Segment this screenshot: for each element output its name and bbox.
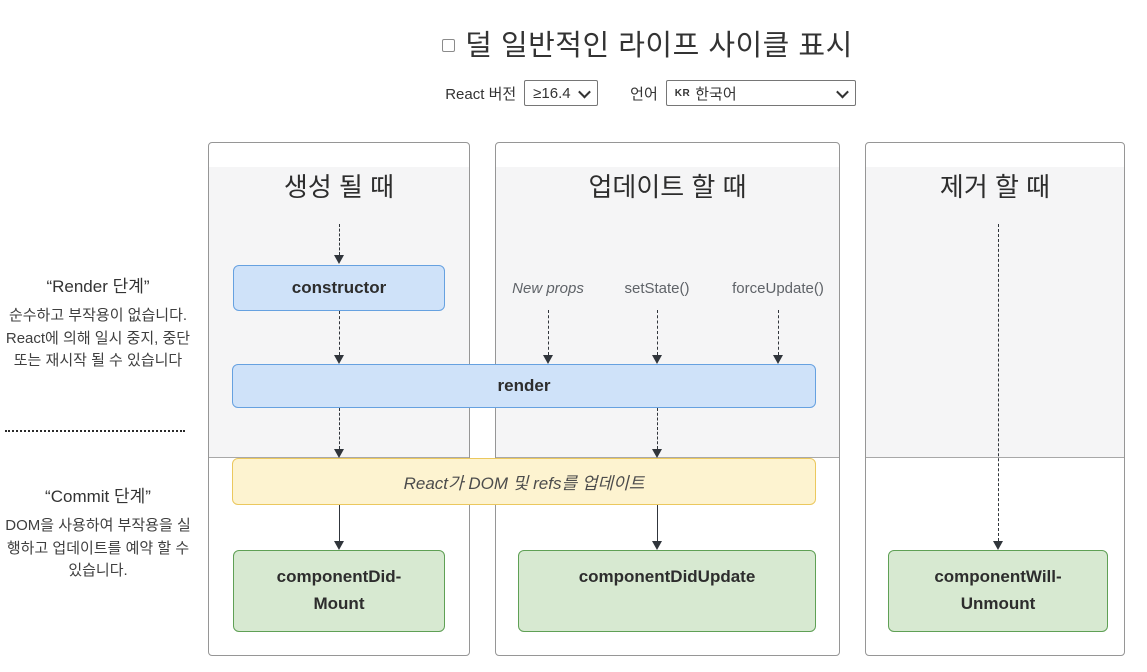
componentdidmount-box[interactable]: componentDid- Mount — [233, 550, 445, 632]
arrow-constructor-to-render — [333, 311, 345, 364]
arrow-mount-to-constructor — [333, 224, 345, 264]
column-title-updating: 업데이트 할 때 — [588, 172, 747, 202]
language-label: 언어 — [630, 85, 658, 103]
arrow-forceupdate-to-render — [772, 310, 784, 364]
controls-row: React 버전 ≥16.4 언어 KR 한국어 — [77, 80, 1147, 106]
componentdidupdate-box[interactable]: componentDidUpdate — [518, 550, 816, 632]
arrow-newprops-to-render — [542, 310, 554, 364]
render-phase-description: 순수하고 부작용이 없습니다. React에 의해 일시 중지, 중단 또는 재… — [5, 307, 191, 369]
title-row: 덜 일반적인 라이프 사이클 표시 — [74, 22, 1147, 64]
componentwillunmount-box[interactable]: componentWill- Unmount — [888, 550, 1108, 632]
language-select[interactable]: KR 한국어 — [665, 80, 856, 106]
componentwillunmount-line2: Unmount — [960, 594, 1036, 613]
render-phase-region: 제거 할 때 — [866, 167, 1124, 458]
column-title-unmounting: 제거 할 때 — [939, 172, 1051, 202]
phase-divider-dotted-line — [5, 430, 185, 432]
componentdidupdate-line1: componentDidUpdate — [578, 567, 756, 586]
show-less-common-lifecycles-checkbox[interactable] — [442, 38, 456, 52]
language-code-badge: KR — [674, 87, 691, 99]
react-version-select[interactable]: ≥16.4 — [524, 80, 599, 106]
arrow-unmount-to-componentwillunmount — [992, 224, 1004, 550]
react-version-value: ≥16.4 — [533, 84, 571, 102]
trigger-setstate: setState() — [624, 280, 690, 297]
trigger-forceupdate: forceUpdate() — [732, 280, 824, 297]
render-phase-title: “Render 단계” — [46, 277, 150, 296]
commit-phase-title: “Commit 단계” — [45, 487, 151, 506]
componentwillunmount-line1: componentWill- — [934, 567, 1062, 586]
constructor-box[interactable]: constructor — [233, 265, 445, 311]
componentdidmount-line1: componentDid- — [276, 567, 402, 586]
arrow-render-to-domupdate-mount — [333, 408, 345, 458]
arrow-render-to-domupdate-update — [651, 408, 663, 458]
language-value: 한국어 — [695, 85, 737, 103]
render-phase-note: “Render 단계” 순수하고 부작용이 없습니다. React에 의해 일시… — [2, 272, 194, 373]
commit-phase-note: “Commit 단계” DOM을 사용하여 부작용을 실행하고 업데이트를 예약… — [2, 482, 194, 583]
render-phase-region: 업데이트 할 때 — [496, 167, 839, 458]
react-version-label: React 버전 — [445, 85, 517, 103]
render-box[interactable]: render — [232, 364, 816, 408]
componentdidmount-line2: Mount — [313, 594, 365, 613]
arrow-domupdate-to-componentdidmount — [333, 505, 345, 550]
lifecycle-diagram: 생성 될 때 업데이트 할 때 제거 할 때 “Render 단계” 순수하고 … — [0, 130, 1147, 672]
chevron-down-icon — [578, 85, 592, 98]
react-dom-update-box: React가 DOM 및 refs를 업데이트 — [232, 458, 816, 505]
commit-phase-description: DOM을 사용하여 부작용을 실행하고 업데이트를 예약 할 수 있습니다. — [5, 517, 191, 579]
arrow-setstate-to-render — [651, 310, 663, 364]
trigger-new-props: New props — [512, 280, 584, 297]
column-title-mounting: 생성 될 때 — [283, 172, 395, 202]
arrow-domupdate-to-componentdidupdate — [651, 505, 663, 550]
chevron-down-icon — [835, 85, 849, 98]
page-title[interactable]: 덜 일반적인 라이프 사이클 표시 — [465, 30, 853, 62]
